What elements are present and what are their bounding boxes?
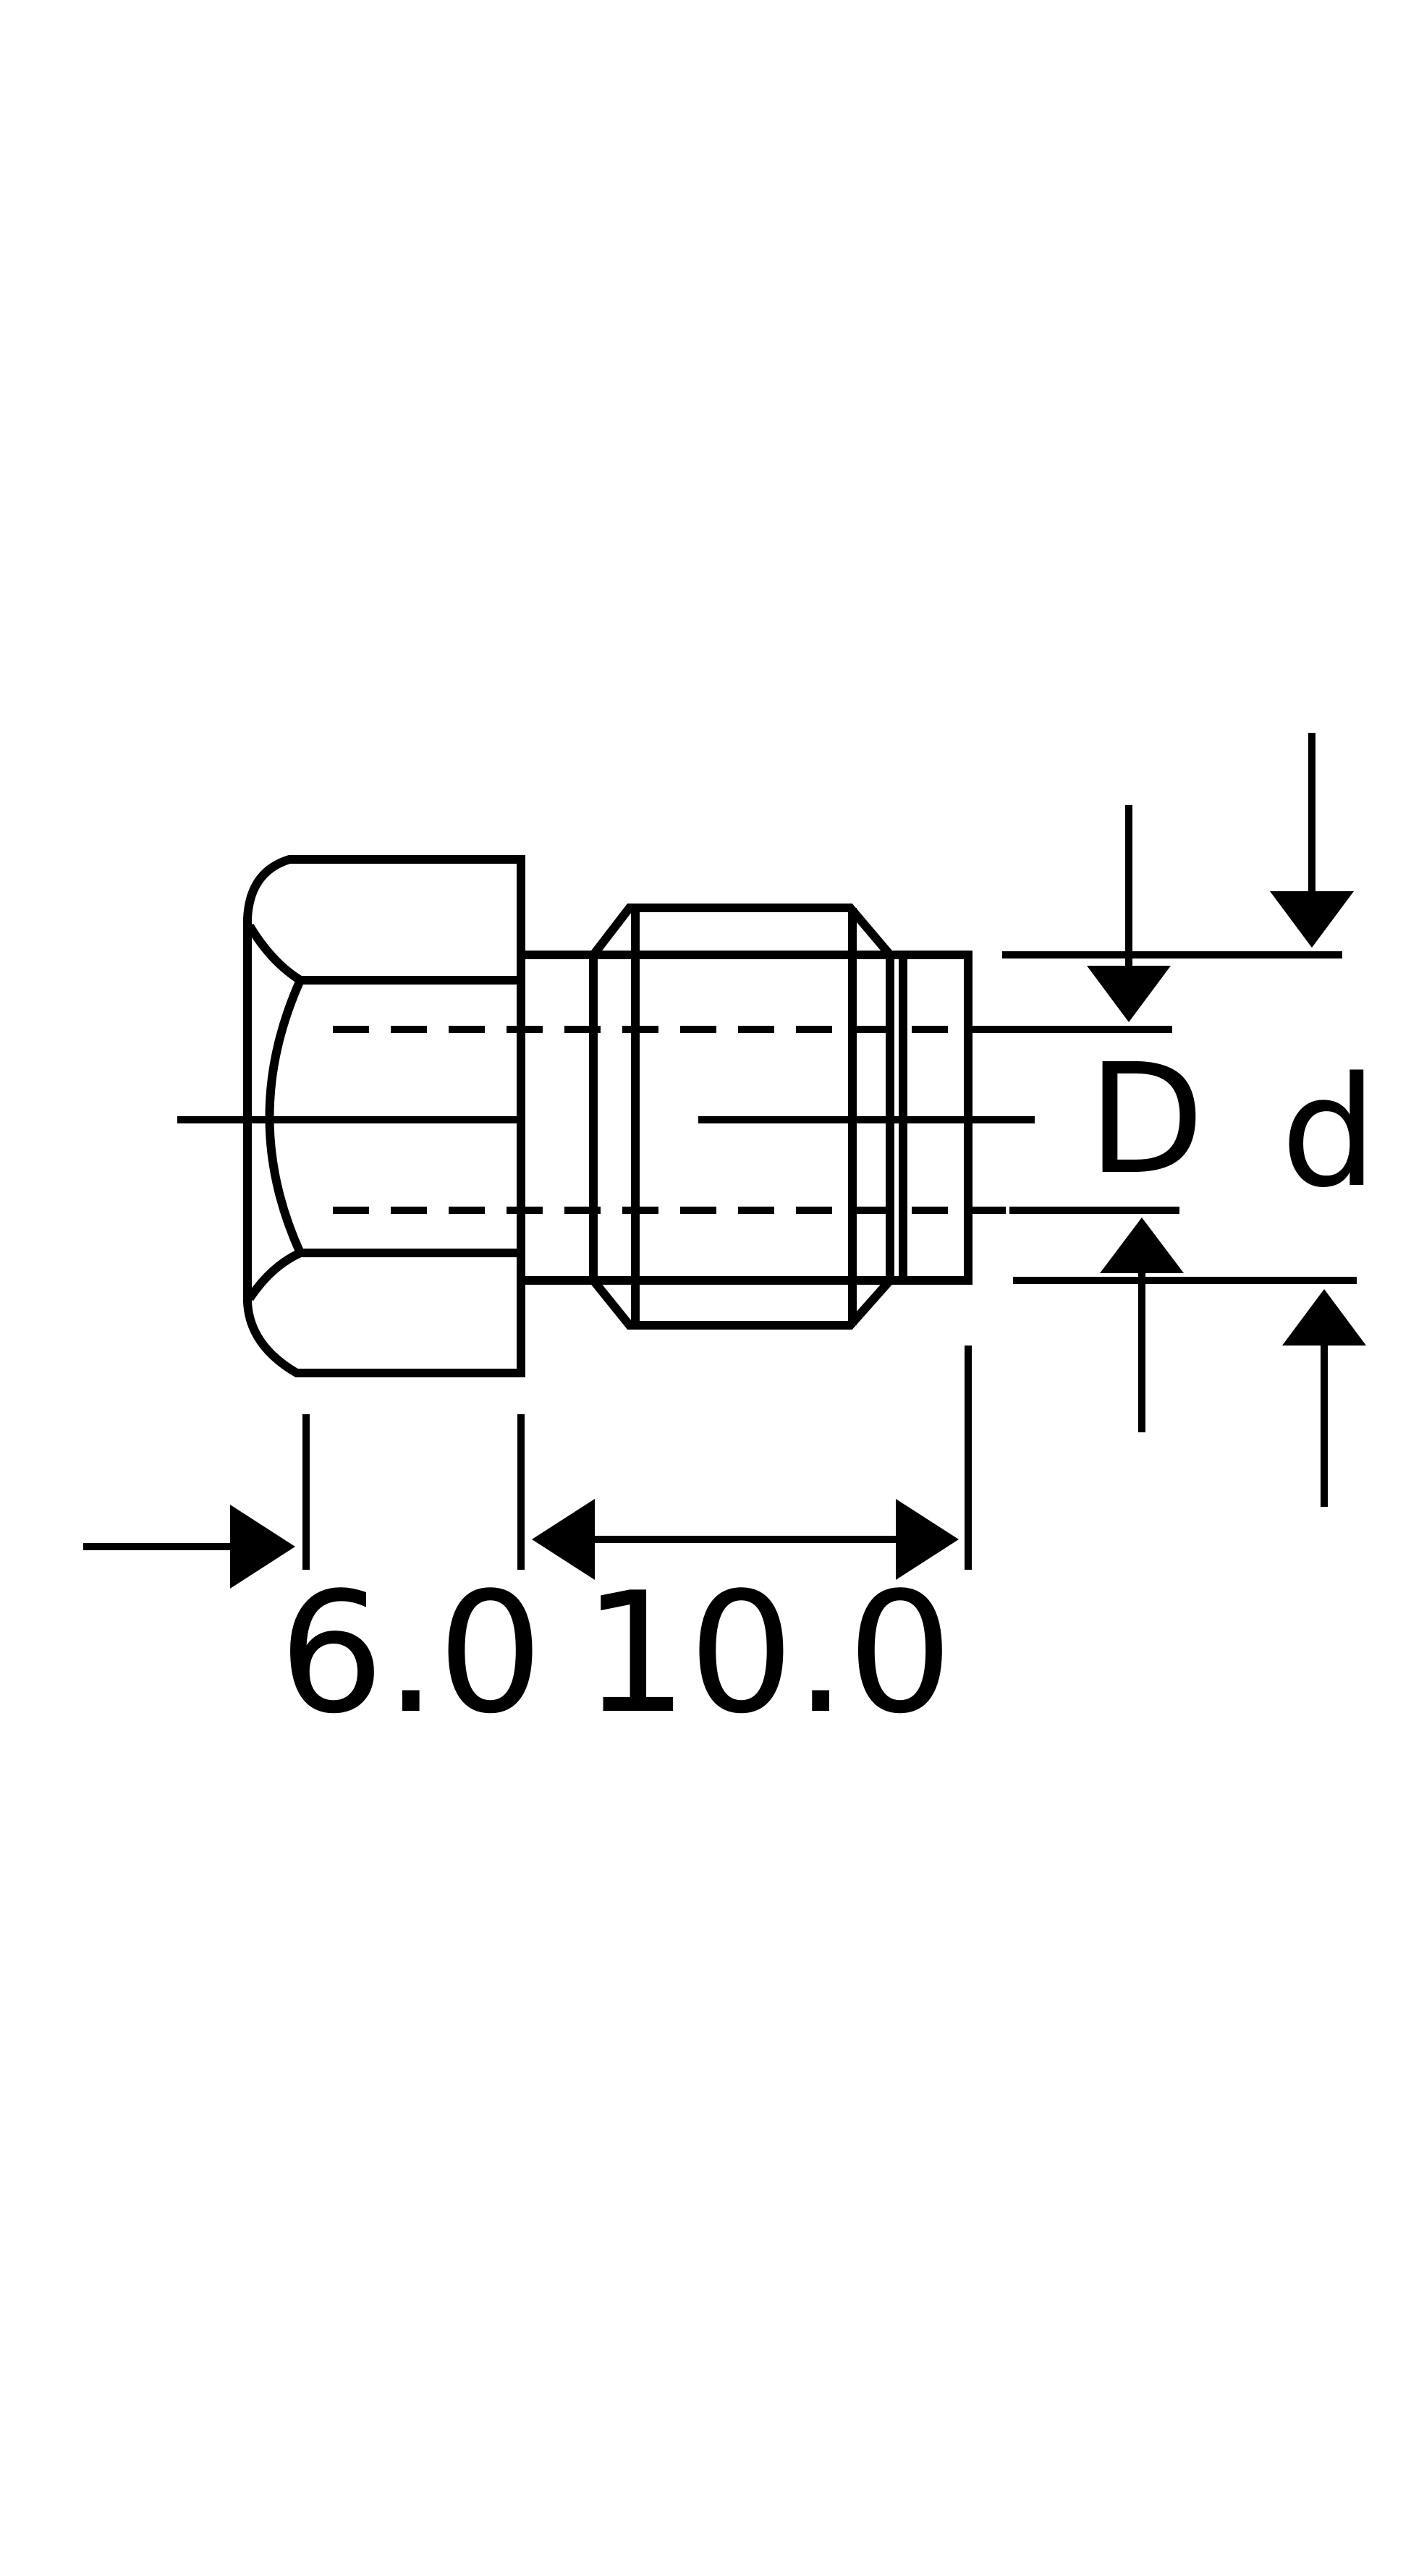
hex-head-lower-flat	[246, 1249, 521, 1301]
head-length-label: 6.0	[279, 1557, 543, 1751]
thread-length-arrowhead-right	[896, 1499, 959, 1580]
outer-diameter-arrowhead-top	[1270, 891, 1354, 948]
dimension-arrows	[83, 733, 1366, 1589]
extension-lines	[302, 951, 1357, 1570]
dimension-labels: 6.0 10.0 D d	[279, 1031, 1377, 1751]
head-length-arrowhead	[230, 1505, 295, 1589]
inner-diameter-arrowhead-top	[1087, 966, 1171, 1022]
hex-head	[243, 855, 525, 1377]
outer-diameter-label: d	[1281, 1044, 1377, 1221]
thread-outline	[589, 904, 894, 1330]
hex-head-outline	[243, 855, 525, 1377]
inner-diameter-arrowhead-bottom	[1100, 1217, 1184, 1273]
thread-length-arrowhead-left	[532, 1499, 595, 1580]
hex-head-upper-flat	[245, 923, 521, 985]
outer-diameter-arrowhead-bottom	[1282, 1289, 1366, 1346]
inner-diameter-label: D	[1088, 1031, 1205, 1208]
thread-length-label: 10.0	[582, 1557, 953, 1751]
